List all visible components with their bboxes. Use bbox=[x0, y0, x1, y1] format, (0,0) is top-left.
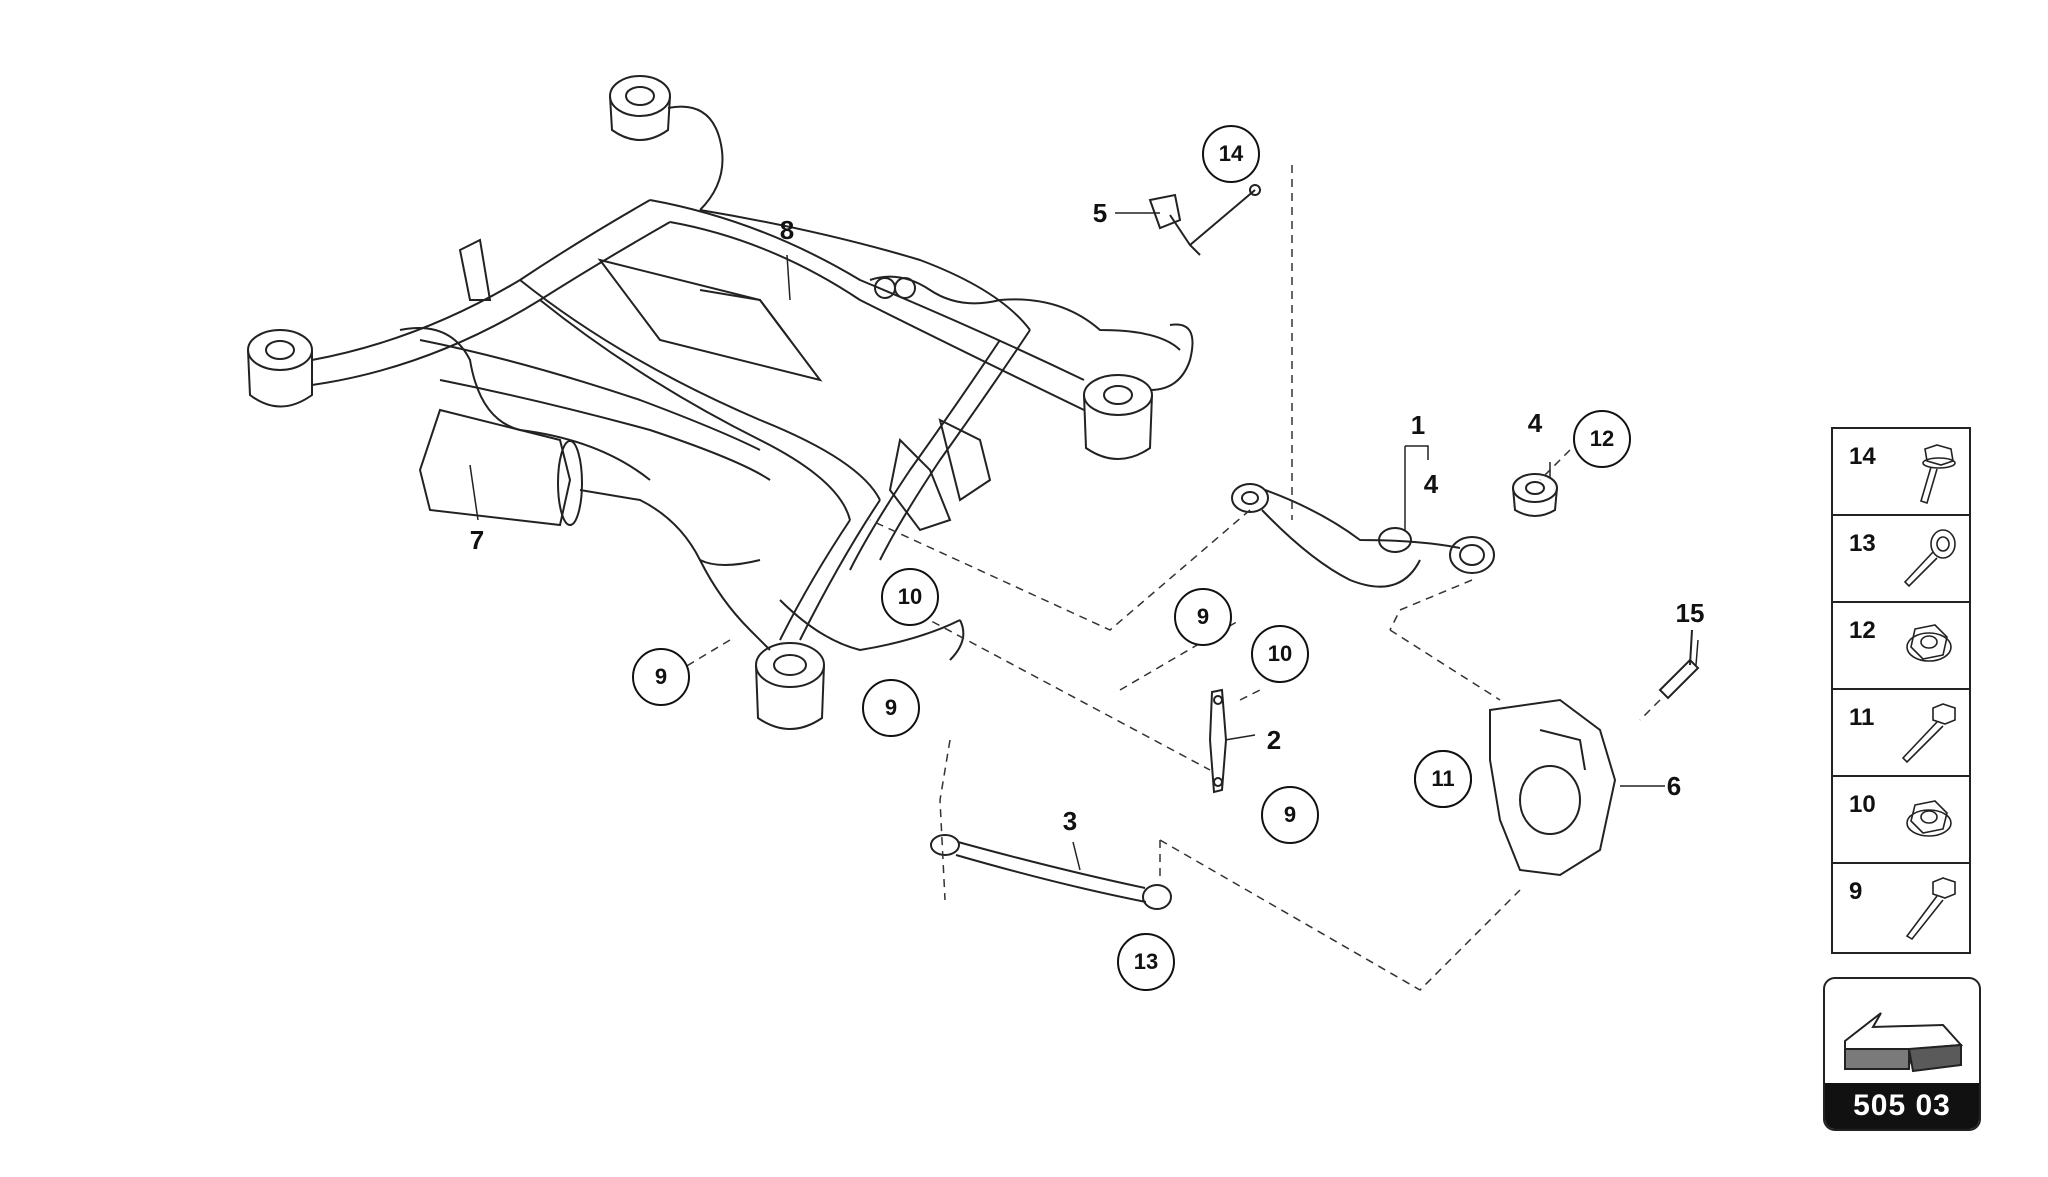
part-label-4: 4 bbox=[1527, 408, 1543, 438]
bracket-link bbox=[1208, 688, 1228, 794]
speed-sensor bbox=[1658, 629, 1700, 700]
part-label-5: 5 bbox=[1092, 198, 1108, 228]
legend-item: 14 bbox=[1833, 429, 1969, 516]
legend-number: 10 bbox=[1849, 791, 1876, 818]
flange-bolt-icon bbox=[1920, 444, 1956, 505]
callout-10: 10 bbox=[1251, 625, 1309, 683]
legend-item: 10 bbox=[1833, 777, 1969, 864]
flange-nut-icon bbox=[1906, 800, 1952, 837]
callout-11: 11 bbox=[1414, 750, 1472, 808]
dashed-leader-lines bbox=[679, 165, 1661, 991]
label-leader-lines bbox=[469, 212, 1699, 871]
subframe-assembly bbox=[247, 75, 1194, 730]
legend-number: 9 bbox=[1849, 878, 1863, 905]
callout-9: 9 bbox=[862, 679, 920, 737]
legend-number: 14 bbox=[1849, 443, 1876, 470]
legend-number: 12 bbox=[1849, 617, 1876, 644]
part-label-6: 6 bbox=[1666, 771, 1682, 801]
part-label-1: 1 bbox=[1410, 410, 1426, 440]
part-label-2: 2 bbox=[1266, 725, 1282, 755]
hex-bolt-icon bbox=[1905, 877, 1956, 941]
callout-14: 14 bbox=[1202, 125, 1260, 183]
rear-muffler-component bbox=[418, 408, 965, 661]
part-label-8: 8 bbox=[779, 215, 795, 245]
back-arrow-icon bbox=[1844, 1012, 1964, 1073]
callout-10: 10 bbox=[881, 568, 939, 626]
fastener-legend: 14 13 12 11 bbox=[1831, 427, 1971, 954]
callout-9: 9 bbox=[1261, 786, 1319, 844]
lower-link bbox=[930, 834, 1172, 910]
callout-9: 9 bbox=[632, 648, 690, 706]
part-label-3: 3 bbox=[1062, 806, 1078, 836]
legend-number: 11 bbox=[1849, 704, 1875, 731]
legend-item: 11 bbox=[1833, 690, 1969, 777]
callout-12: 12 bbox=[1573, 410, 1631, 468]
upper-control-arm bbox=[1231, 483, 1495, 588]
part-label-15: 15 bbox=[1675, 598, 1705, 628]
height-sensor bbox=[1148, 184, 1261, 256]
flange-nut-icon bbox=[1906, 624, 1952, 662]
part-label-4: 4 bbox=[1423, 469, 1439, 499]
callout-13: 13 bbox=[1117, 933, 1175, 991]
page-number: 505 03 bbox=[1825, 1083, 1979, 1129]
legend-item: 12 bbox=[1833, 603, 1969, 690]
wheel-carrier bbox=[1489, 698, 1617, 877]
legend-item: 9 bbox=[1833, 864, 1969, 951]
hex-bolt-icon bbox=[1901, 703, 1956, 764]
callout-9: 9 bbox=[1174, 588, 1232, 646]
legend-number: 13 bbox=[1849, 530, 1876, 557]
part-label-7: 7 bbox=[469, 525, 485, 555]
back-navigation-button[interactable]: 505 03 bbox=[1823, 977, 1981, 1131]
bushing bbox=[1512, 473, 1558, 517]
eccentric-bolt-icon bbox=[1903, 529, 1956, 588]
legend-item: 13 bbox=[1833, 516, 1969, 603]
